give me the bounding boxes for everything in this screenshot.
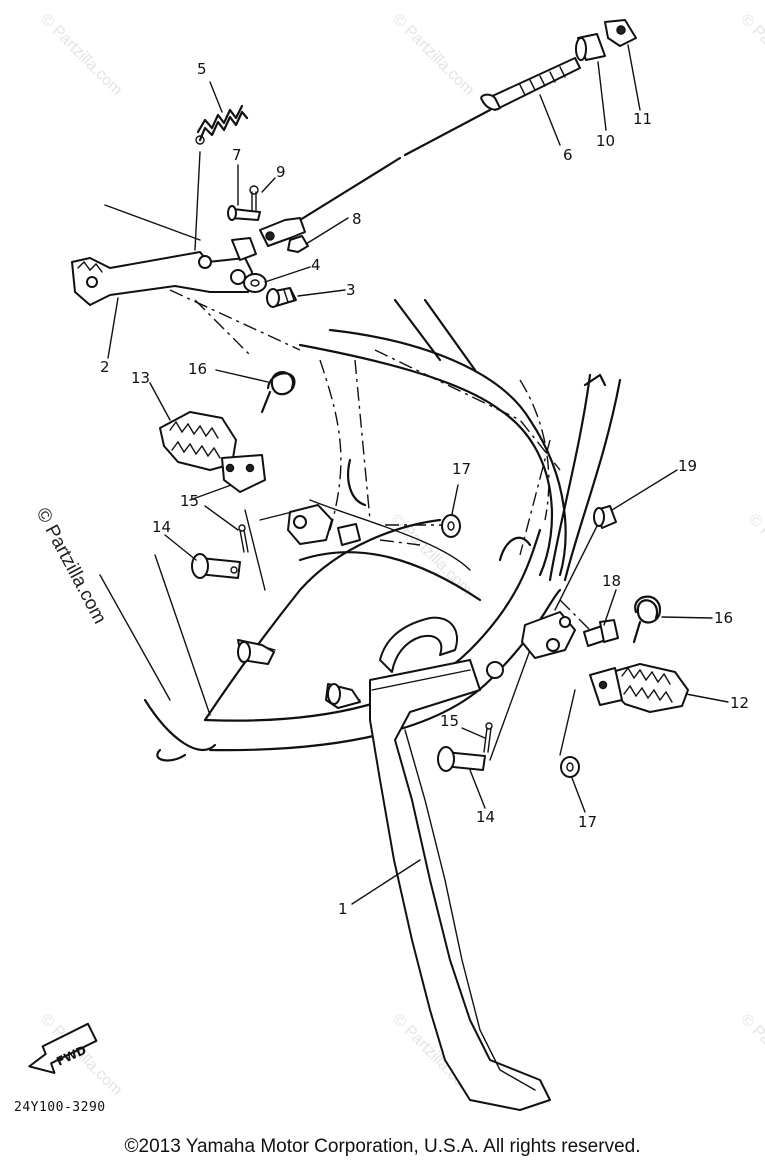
- diagram-part-code: 24Y100-3290: [14, 1100, 106, 1115]
- part-rod-clevis: [259, 217, 306, 247]
- watermark-prominent: © Partzilla.com: [32, 504, 111, 627]
- copyright-notice: ©2013 Yamaha Motor Corporation, U.S.A. A…: [124, 1136, 641, 1157]
- part-6-brake-rod: [298, 57, 581, 222]
- callout-3: 3: [346, 281, 356, 299]
- callout-19: 19: [678, 457, 697, 475]
- callout-9: 9: [276, 163, 286, 181]
- part-14-pin-left: [191, 553, 241, 579]
- part-10-adjuster-nut: [575, 33, 606, 61]
- callout-4: 4: [311, 256, 321, 274]
- part-14-pin-right: [437, 746, 486, 772]
- part-5-spring: [195, 104, 249, 145]
- callout-10: 10: [596, 132, 615, 150]
- part-3-bolt: [266, 287, 297, 308]
- footrest-bracket-right: [521, 611, 576, 659]
- part-13-footrest-left: [159, 411, 266, 493]
- part-18-bolt: [583, 619, 619, 647]
- watermark: © Partzilla.com: [37, 11, 125, 99]
- callout-7: 7: [232, 146, 242, 164]
- callout-2: 2: [100, 358, 110, 376]
- callout-12: 12: [730, 694, 749, 712]
- part-7-pin: [227, 205, 261, 221]
- callout-14-right: 14: [476, 808, 495, 826]
- part-16-spring-upper: [260, 371, 296, 414]
- callout-13: 13: [131, 369, 150, 387]
- callout-18: 18: [602, 572, 621, 590]
- part-2-brake-pedal: [71, 237, 257, 306]
- part-9-cotter-pin: [249, 185, 259, 211]
- callout-17-upper: 17: [452, 460, 471, 478]
- callout-11: 11: [633, 110, 652, 128]
- part-11-nut: [604, 19, 637, 47]
- part-15-cotter-left: [238, 524, 249, 553]
- watermark: © Partzilla.com: [389, 11, 477, 99]
- callout-5: 5: [197, 60, 207, 78]
- callout-15-left: 15: [180, 492, 199, 510]
- part-4-washer: [243, 273, 267, 293]
- watermark: © Partzilla.com: [745, 511, 765, 599]
- callout-6: 6: [563, 146, 573, 164]
- callout-17-lower: 17: [578, 813, 597, 831]
- part-17-washer-upper: [441, 514, 461, 538]
- watermark: © Partzilla.com: [737, 11, 765, 99]
- part-15-cotter-right: [483, 722, 493, 753]
- callout-leaders: [107, 44, 729, 905]
- frame-mount-bolts: [237, 639, 361, 709]
- part-19-collar: [593, 505, 617, 529]
- part-17-washer-lower: [560, 756, 580, 778]
- watermarks: © Partzilla.com © Partzilla.com © Partzi…: [32, 11, 765, 1099]
- watermark: © Partzilla.com: [737, 1011, 765, 1099]
- callout-8: 8: [352, 210, 362, 228]
- footrest-bracket-left: [287, 504, 361, 546]
- callout-16-lower: 16: [714, 609, 733, 627]
- callout-14-left: 14: [152, 518, 171, 536]
- watermark: © Partzilla.com: [387, 511, 475, 599]
- callout-labels: 5 7 9 8 4 3 2 6 10 11 13 16 15 14 17 19 …: [100, 60, 749, 918]
- leader-lines: [99, 151, 601, 761]
- part-16-spring-lower: [632, 595, 662, 644]
- callout-1: 1: [338, 900, 348, 918]
- part-8-nut: [287, 235, 309, 253]
- part-1-side-stand: [369, 616, 551, 1111]
- callout-15-right: 15: [440, 712, 459, 730]
- part-12-footrest-right: [589, 663, 689, 713]
- callout-16-upper: 16: [188, 360, 207, 378]
